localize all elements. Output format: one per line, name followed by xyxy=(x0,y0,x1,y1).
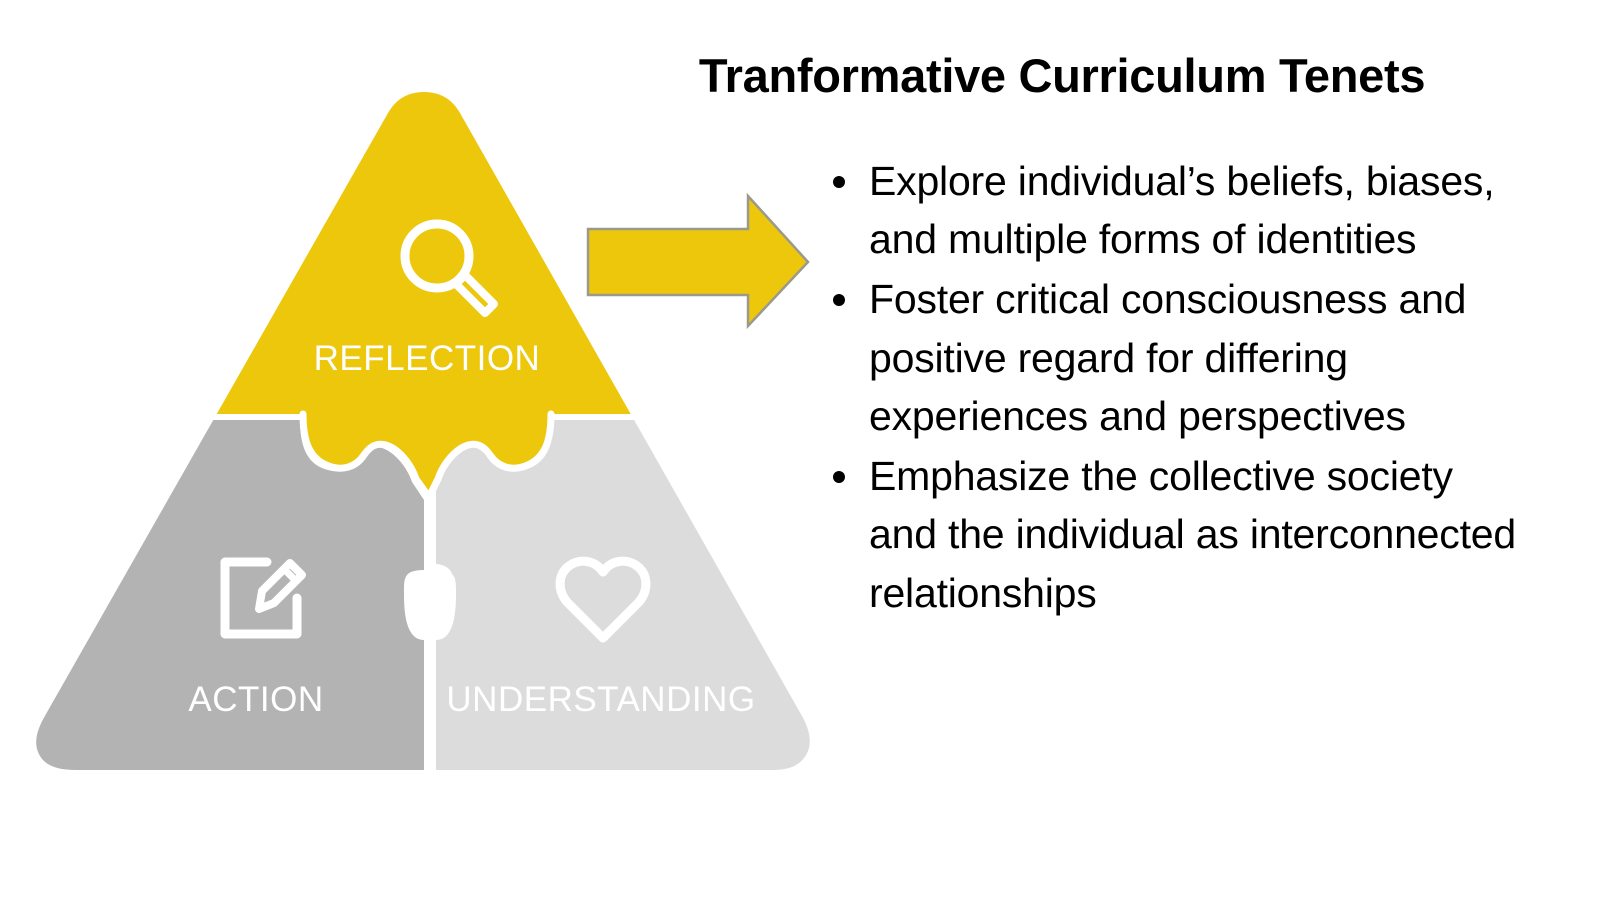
list-item: Explore individual’s beliefs, biases, an… xyxy=(817,152,1517,268)
arrow-right-icon xyxy=(586,192,810,330)
puzzle-triangle-diagram: REFLECTION ACTION UNDERSTANDING xyxy=(0,0,830,830)
content-column: Tranformative Curriculum Tenets Explore … xyxy=(592,0,1592,900)
puzzle-separators xyxy=(299,410,555,770)
piece-label-reflection: REFLECTION xyxy=(314,339,541,378)
edit-document-icon xyxy=(220,557,306,639)
list-item: Foster critical consciousness and positi… xyxy=(817,270,1517,445)
tenets-bullet-list: Explore individual’s beliefs, biases, an… xyxy=(817,152,1517,624)
bullet-dot-icon xyxy=(833,175,845,188)
magnifier-icon xyxy=(400,219,498,317)
heart-icon xyxy=(555,556,651,643)
bullet-text: Explore individual’s beliefs, biases, an… xyxy=(869,158,1495,263)
bullet-text: Emphasize the collective society and the… xyxy=(869,453,1516,616)
page-title: Tranformative Curriculum Tenets xyxy=(698,49,1426,102)
bullet-dot-icon xyxy=(833,294,845,307)
piece-label-understanding: UNDERSTANDING xyxy=(446,680,755,719)
bullet-text: Foster critical consciousness and positi… xyxy=(869,276,1467,439)
bullet-dot-icon xyxy=(833,470,845,483)
puzzle-piece-action xyxy=(36,420,424,770)
list-item: Emphasize the collective society and the… xyxy=(817,447,1517,622)
piece-label-action: ACTION xyxy=(188,680,323,719)
